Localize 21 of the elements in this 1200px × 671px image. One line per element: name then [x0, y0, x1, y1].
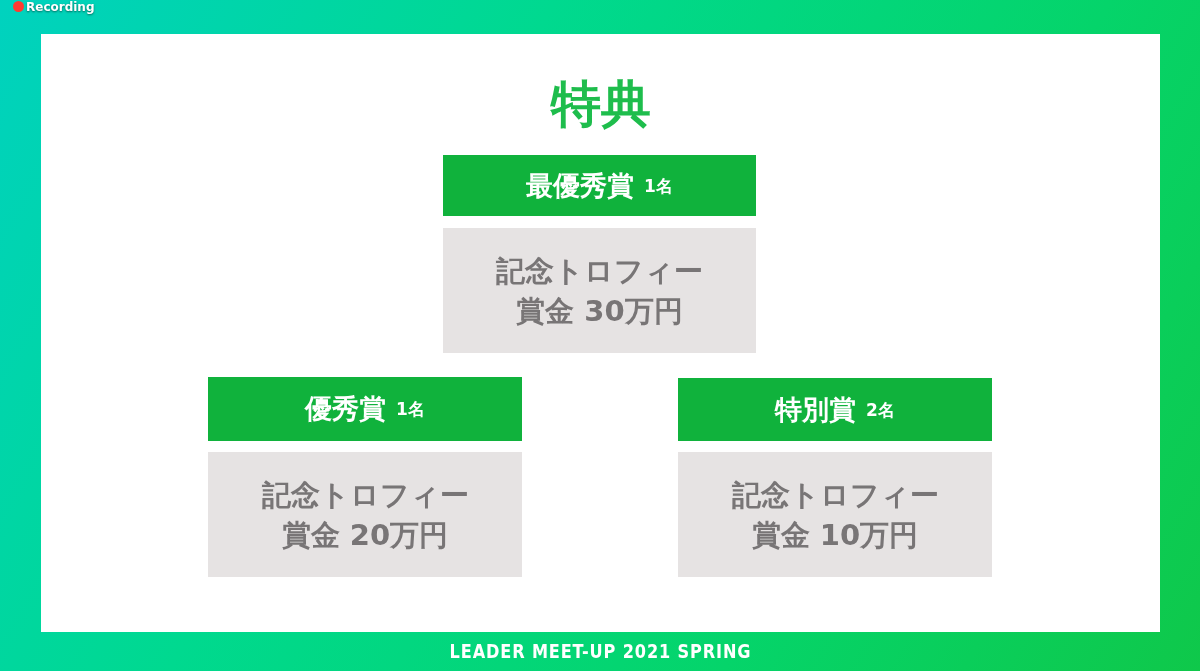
winner-count: 2名 [866, 398, 895, 422]
prize-money: 賞金 20万円 [281, 516, 449, 554]
award-name: 特別賞 [775, 392, 857, 427]
prize-item: 記念トロフィー [496, 252, 703, 290]
prize-box [678, 452, 992, 577]
event-name: LEADER MEET-UP 2021 SPRING [449, 639, 751, 663]
winner-count: 1名 [644, 174, 673, 198]
prize-money: 賞金 30万円 [516, 292, 683, 330]
award-header-bar [678, 378, 992, 441]
award-name: 優秀賞 [305, 392, 387, 426]
slide-title: 特典 [549, 74, 652, 134]
prize-box [208, 452, 522, 577]
recording-indicator-text: Recording [26, 0, 95, 14]
prize-box [443, 228, 756, 353]
winner-count: 1名 [396, 398, 425, 421]
award-name: 最優秀賞 [526, 168, 635, 203]
prize-item: 記念トロフィー [261, 476, 469, 514]
prize-money: 賞金 10万円 [751, 516, 919, 554]
award-header-bar [208, 377, 522, 441]
award-header-bar [443, 155, 756, 216]
prize-item: 記念トロフィー [731, 476, 939, 514]
